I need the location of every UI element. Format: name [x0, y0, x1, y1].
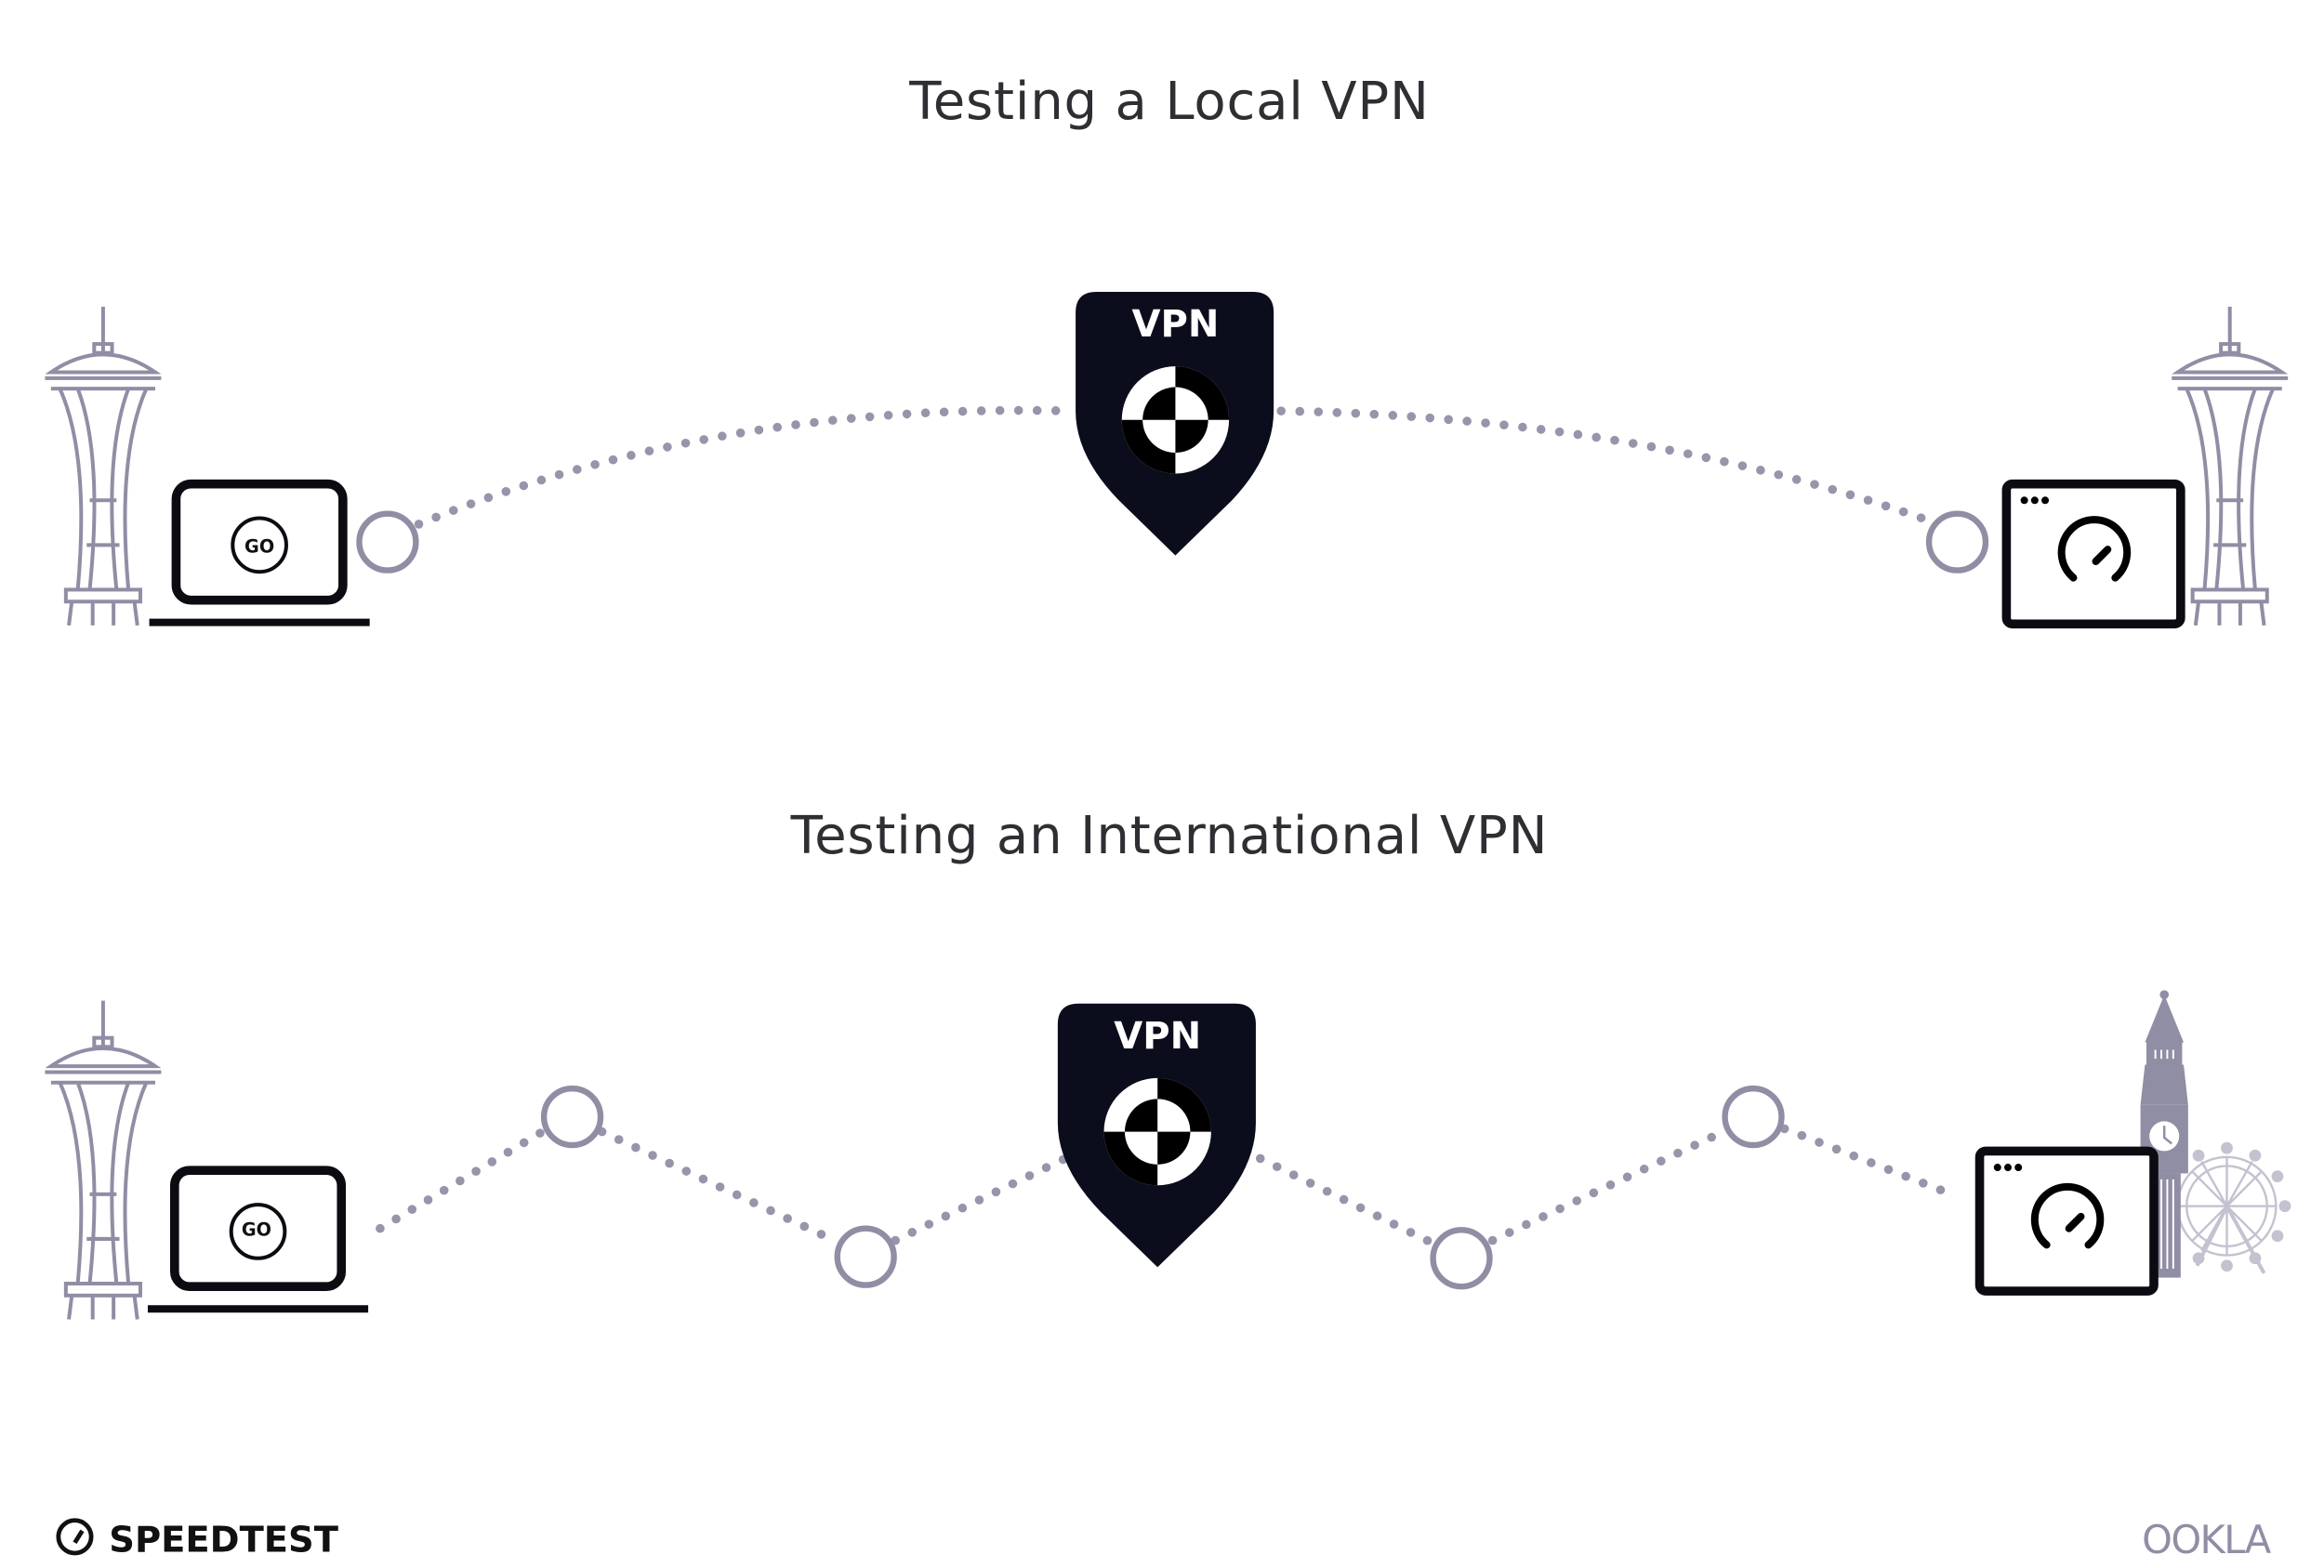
london-eye-icon: [2176, 1141, 2291, 1274]
laptop-go-icon: GO: [148, 1170, 368, 1309]
path-node: [834, 1225, 897, 1288]
go-label: GO: [242, 1219, 271, 1241]
laptop-go-icon: GO: [150, 484, 370, 623]
path-node: [540, 1085, 604, 1149]
path-node: [1430, 1227, 1493, 1290]
path-node: [1722, 1085, 1785, 1149]
browser-speedometer-icon: [1980, 1151, 2154, 1291]
vpn-shield-icon: VPN: [1076, 292, 1274, 556]
path-node: [356, 510, 419, 573]
browser-speedometer-icon: [2006, 484, 2180, 625]
space-needle-icon: [45, 307, 161, 626]
speedtest-wordmark: SPEEDTEST: [109, 1519, 338, 1561]
vpn-label: VPN: [1131, 303, 1219, 346]
vpn-label: VPN: [1114, 1015, 1201, 1058]
dotted-path: [414, 405, 1075, 529]
vpn-shield-icon: VPN: [1057, 1003, 1256, 1268]
space-needle-icon: [2172, 307, 2288, 626]
ookla-wordmark: OOKLA: [2142, 1517, 2272, 1562]
space-needle-icon: [45, 1001, 161, 1320]
diagram-title: Testing an International VPN: [790, 806, 1549, 866]
local-vpn-diagram: Testing a Local VPN GO VPN: [45, 72, 2288, 626]
dotted-path: [1276, 406, 1935, 526]
dotted-path: [376, 1124, 1948, 1246]
path-node: [1925, 510, 1989, 573]
international-vpn-diagram: Testing an International VPN GO VPN: [45, 806, 2291, 1319]
diagram-title: Testing a Local VPN: [908, 72, 1430, 132]
speedtest-logo: SPEEDTEST: [56, 1518, 339, 1561]
ookla-logo: OOKLA: [2142, 1517, 2273, 1562]
go-label: GO: [244, 535, 274, 557]
